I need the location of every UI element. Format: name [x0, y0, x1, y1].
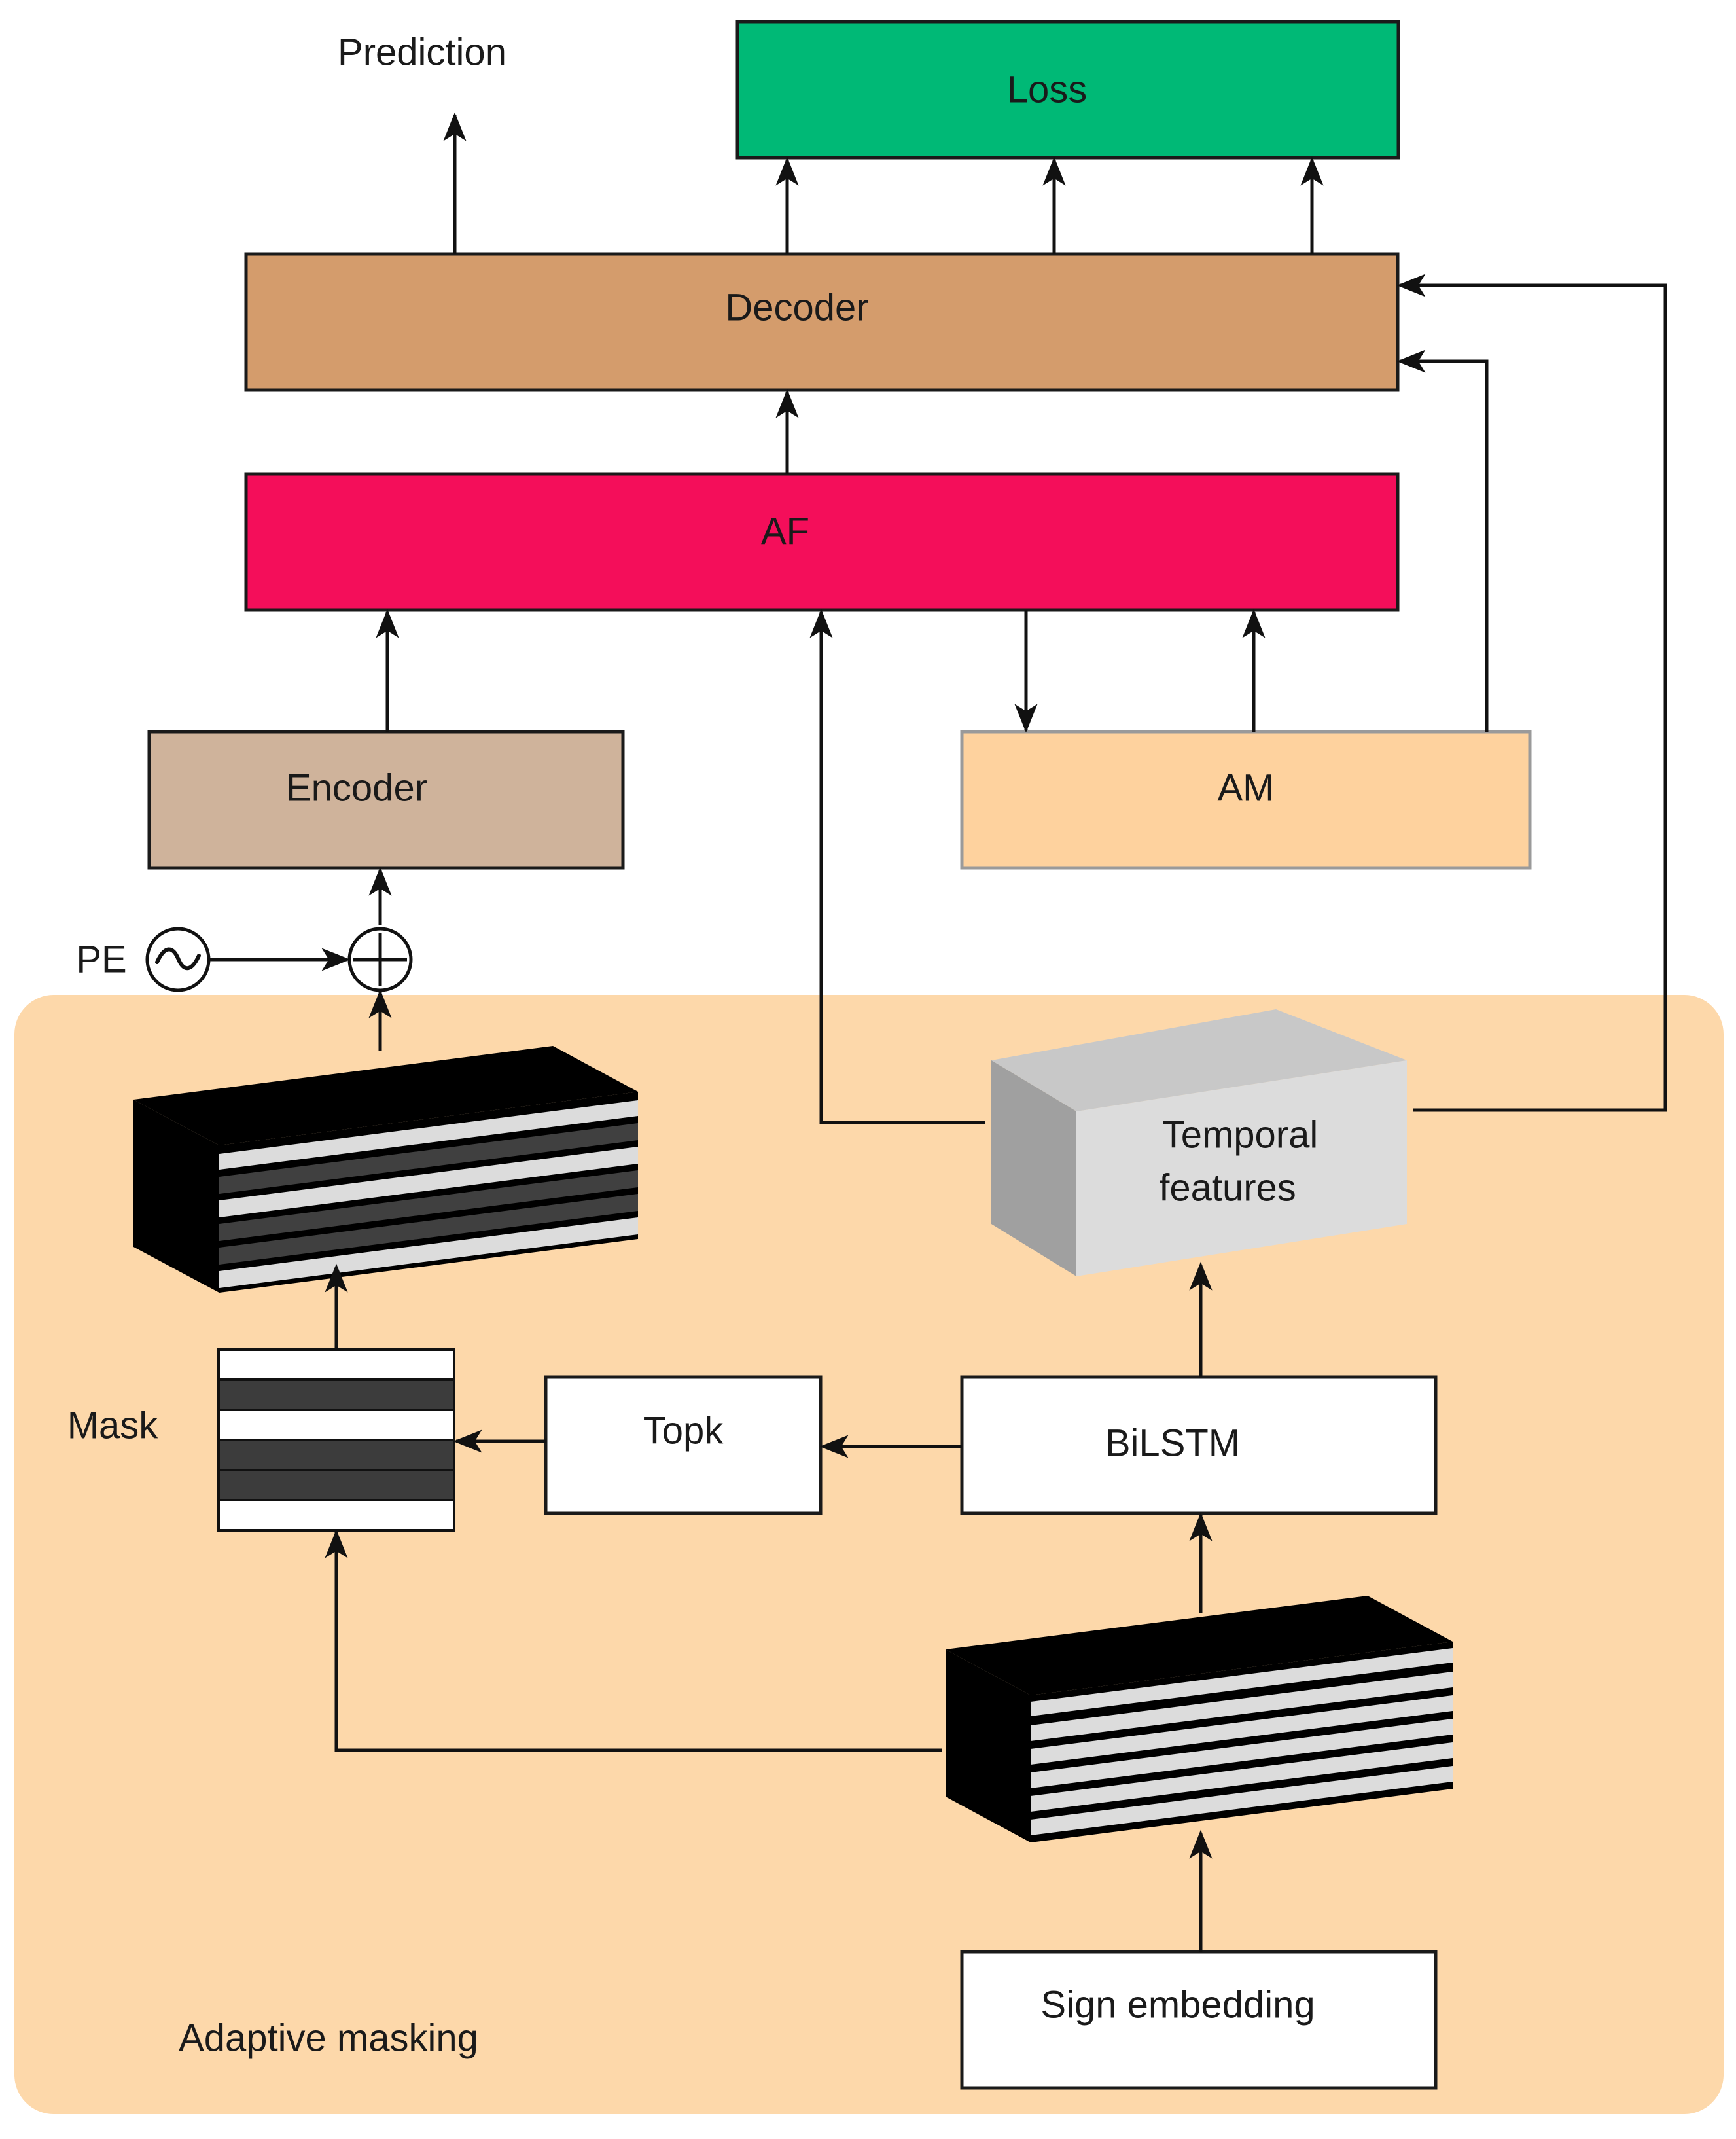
- arrow-temporal-to-af: [809, 609, 985, 1124]
- arrow-temporal-to-decoder: [1396, 274, 1667, 1112]
- masked-feature-stack: [133, 1046, 638, 1293]
- adaptive-masking-label: Adaptive masking: [179, 2017, 478, 2060]
- temporal-features-cube: [991, 1009, 1407, 1276]
- temporal-features-label-line2: features: [1159, 1167, 1296, 1210]
- decoder-label: Decoder: [725, 287, 868, 329]
- af-block: [244, 472, 1400, 612]
- sign-embedding-label: Sign embedding: [1040, 1984, 1315, 2026]
- sign-embedding-block: [960, 1950, 1438, 2090]
- pe-label: PE: [76, 939, 126, 981]
- topk-label: Topk: [643, 1410, 724, 1452]
- temporal-features-label-line1: Temporal: [1162, 1114, 1319, 1157]
- loss-label: Loss: [1007, 69, 1088, 111]
- bilstm-block: [960, 1375, 1438, 1515]
- topk-block: [544, 1375, 823, 1515]
- af-label: AF: [761, 511, 809, 553]
- arrow-am-to-decoder: [1396, 350, 1489, 732]
- embedding-feature-stack: [946, 1596, 1453, 1842]
- am-label: AM: [1218, 767, 1275, 810]
- adaptive-masking-region: [14, 995, 1724, 2114]
- arrow-embedding-to-mask: [325, 1529, 942, 1752]
- tilde-glyph: [155, 947, 201, 971]
- loss-block: [735, 20, 1400, 160]
- connection-arrows: [209, 112, 1667, 1952]
- mask-label: Mask: [67, 1405, 159, 1447]
- mask-block: [217, 1348, 455, 1532]
- decoder-block: [244, 252, 1400, 392]
- prediction-label: Prediction: [338, 31, 506, 74]
- am-block: [960, 730, 1532, 870]
- bilstm-label: BiLSTM: [1105, 1422, 1240, 1465]
- encoder-block: [147, 730, 625, 870]
- encoder-label: Encoder: [286, 767, 427, 810]
